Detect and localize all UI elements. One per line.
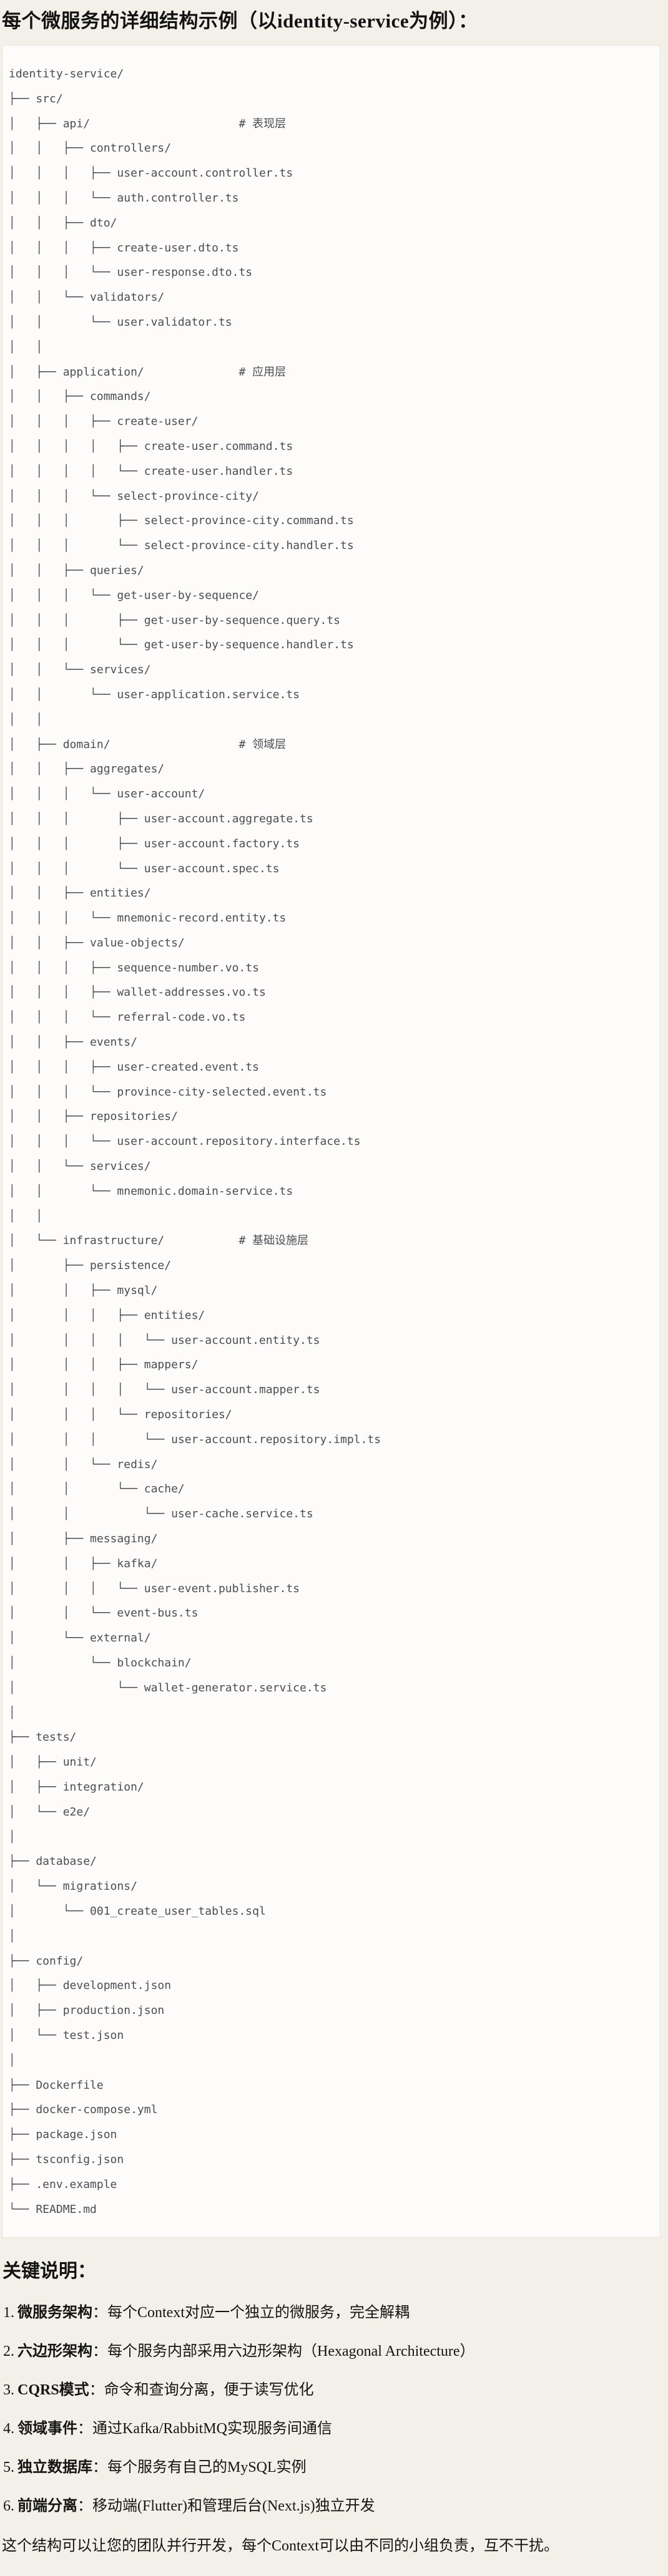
- note-number: 4.: [3, 2421, 14, 2437]
- note-item-microservices: 1.微服务架构：每个Context对应一个独立的微服务，完全解耦: [3, 2302, 661, 2323]
- note-item-frontend-split: 6.前端分离：移动端(Flutter)和管理后台(Next.js)独立开发: [3, 2496, 661, 2517]
- closing-paragraph: 这个结构可以让您的团队并行开发，每个Context可以由不同的小组负责，互不干扰…: [2, 2538, 559, 2555]
- note-text: ：通过Kafka/RabbitMQ实现服务间通信: [77, 2421, 332, 2437]
- note-text: ：移动端(Flutter)和管理后台(Next.js)独立开发: [77, 2498, 375, 2515]
- note-number: 6.: [3, 2498, 14, 2515]
- note-item-cqrs: 3.CQRS模式：命令和查询分离，便于读写优化: [3, 2379, 661, 2401]
- note-text: ：每个服务有自己的MySQL实例: [92, 2459, 307, 2476]
- notes-heading: 关键说明：: [2, 2261, 96, 2282]
- note-item-independent-db: 5.独立数据库：每个服务有自己的MySQL实例: [3, 2457, 661, 2478]
- note-term: CQRS模式: [17, 2382, 89, 2399]
- note-text: ：每个服务内部采用六边形架构（Hexagonal Architecture）: [92, 2343, 475, 2360]
- note-text: ：命令和查询分离，便于读写优化: [89, 2382, 314, 2399]
- note-number: 5.: [3, 2459, 14, 2476]
- note-term: 领域事件: [17, 2421, 77, 2437]
- note-term: 前端分离: [17, 2498, 77, 2515]
- document-page: 每个微服务的详细结构示例（以identity-service为例）： ident…: [2, 7, 661, 2557]
- note-number: 2.: [3, 2343, 14, 2360]
- directory-tree-code-block: identity-service/ ├── src/ │ ├── api/ # …: [2, 45, 661, 2238]
- page-title: 每个微服务的详细结构示例（以identity-service为例）：: [2, 10, 478, 32]
- directory-tree: identity-service/ ├── src/ │ ├── api/ # …: [9, 67, 381, 2216]
- note-term: 六边形架构: [17, 2343, 92, 2360]
- note-number: 1.: [3, 2305, 14, 2321]
- note-term: 微服务架构: [17, 2305, 92, 2321]
- note-number: 3.: [3, 2382, 14, 2399]
- note-item-hexagonal: 2.六边形架构：每个服务内部采用六边形架构（Hexagonal Architec…: [3, 2341, 661, 2362]
- note-text: ：每个Context对应一个独立的微服务，完全解耦: [92, 2305, 410, 2321]
- note-term: 独立数据库: [17, 2459, 92, 2476]
- note-item-domain-events: 4.领域事件：通过Kafka/RabbitMQ实现服务间通信: [3, 2418, 661, 2439]
